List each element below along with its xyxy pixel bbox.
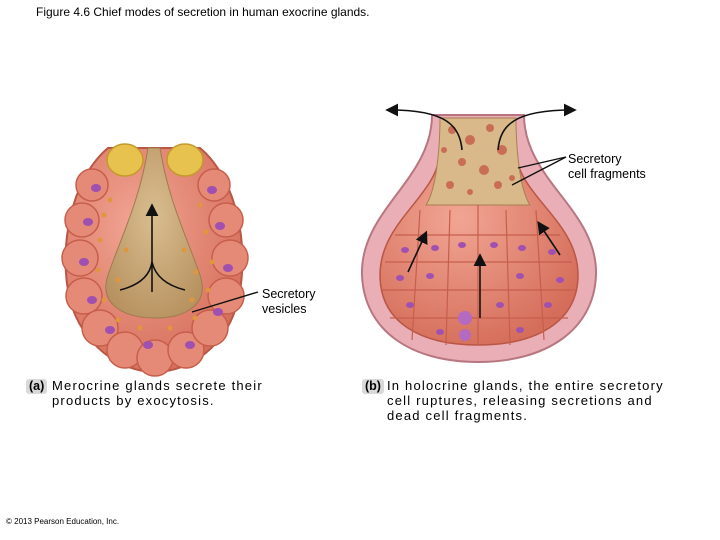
copyright-credit: © 2013 Pearson Education, Inc. bbox=[6, 517, 119, 526]
secretory-vesicles-label-line: Secretory bbox=[262, 287, 316, 302]
holocrine-gland bbox=[362, 110, 596, 362]
panel-b-letter: (b) bbox=[362, 379, 384, 394]
panel-a-caption-line: Merocrine glands secrete their bbox=[52, 378, 263, 393]
secretory-vesicles-label: Secretory vesicles bbox=[262, 287, 316, 317]
secretory-cell-fragments-label-line: Secretory bbox=[568, 152, 646, 167]
panel-a-caption: Merocrine glands secrete their products … bbox=[52, 378, 263, 408]
panel-b-caption: In holocrine glands, the entire secretor… bbox=[387, 378, 664, 423]
panel-b-caption-line: In holocrine glands, the entire secretor… bbox=[387, 378, 664, 393]
secretory-cell-fragments-label: Secretory cell fragments bbox=[568, 152, 646, 182]
panel-a-letter: (a) bbox=[26, 379, 47, 394]
panel-b-caption-line: cell ruptures, releasing secretions and bbox=[387, 393, 664, 408]
secretory-cell-fragments-label-line: cell fragments bbox=[568, 167, 646, 182]
holocrine-duct bbox=[426, 118, 530, 205]
panel-a-caption-line: products by exocytosis. bbox=[52, 393, 263, 408]
secretory-vesicles-label-line: vesicles bbox=[262, 302, 316, 317]
merocrine-gland bbox=[62, 144, 258, 376]
panel-b-caption-line: dead cell fragments. bbox=[387, 408, 664, 423]
